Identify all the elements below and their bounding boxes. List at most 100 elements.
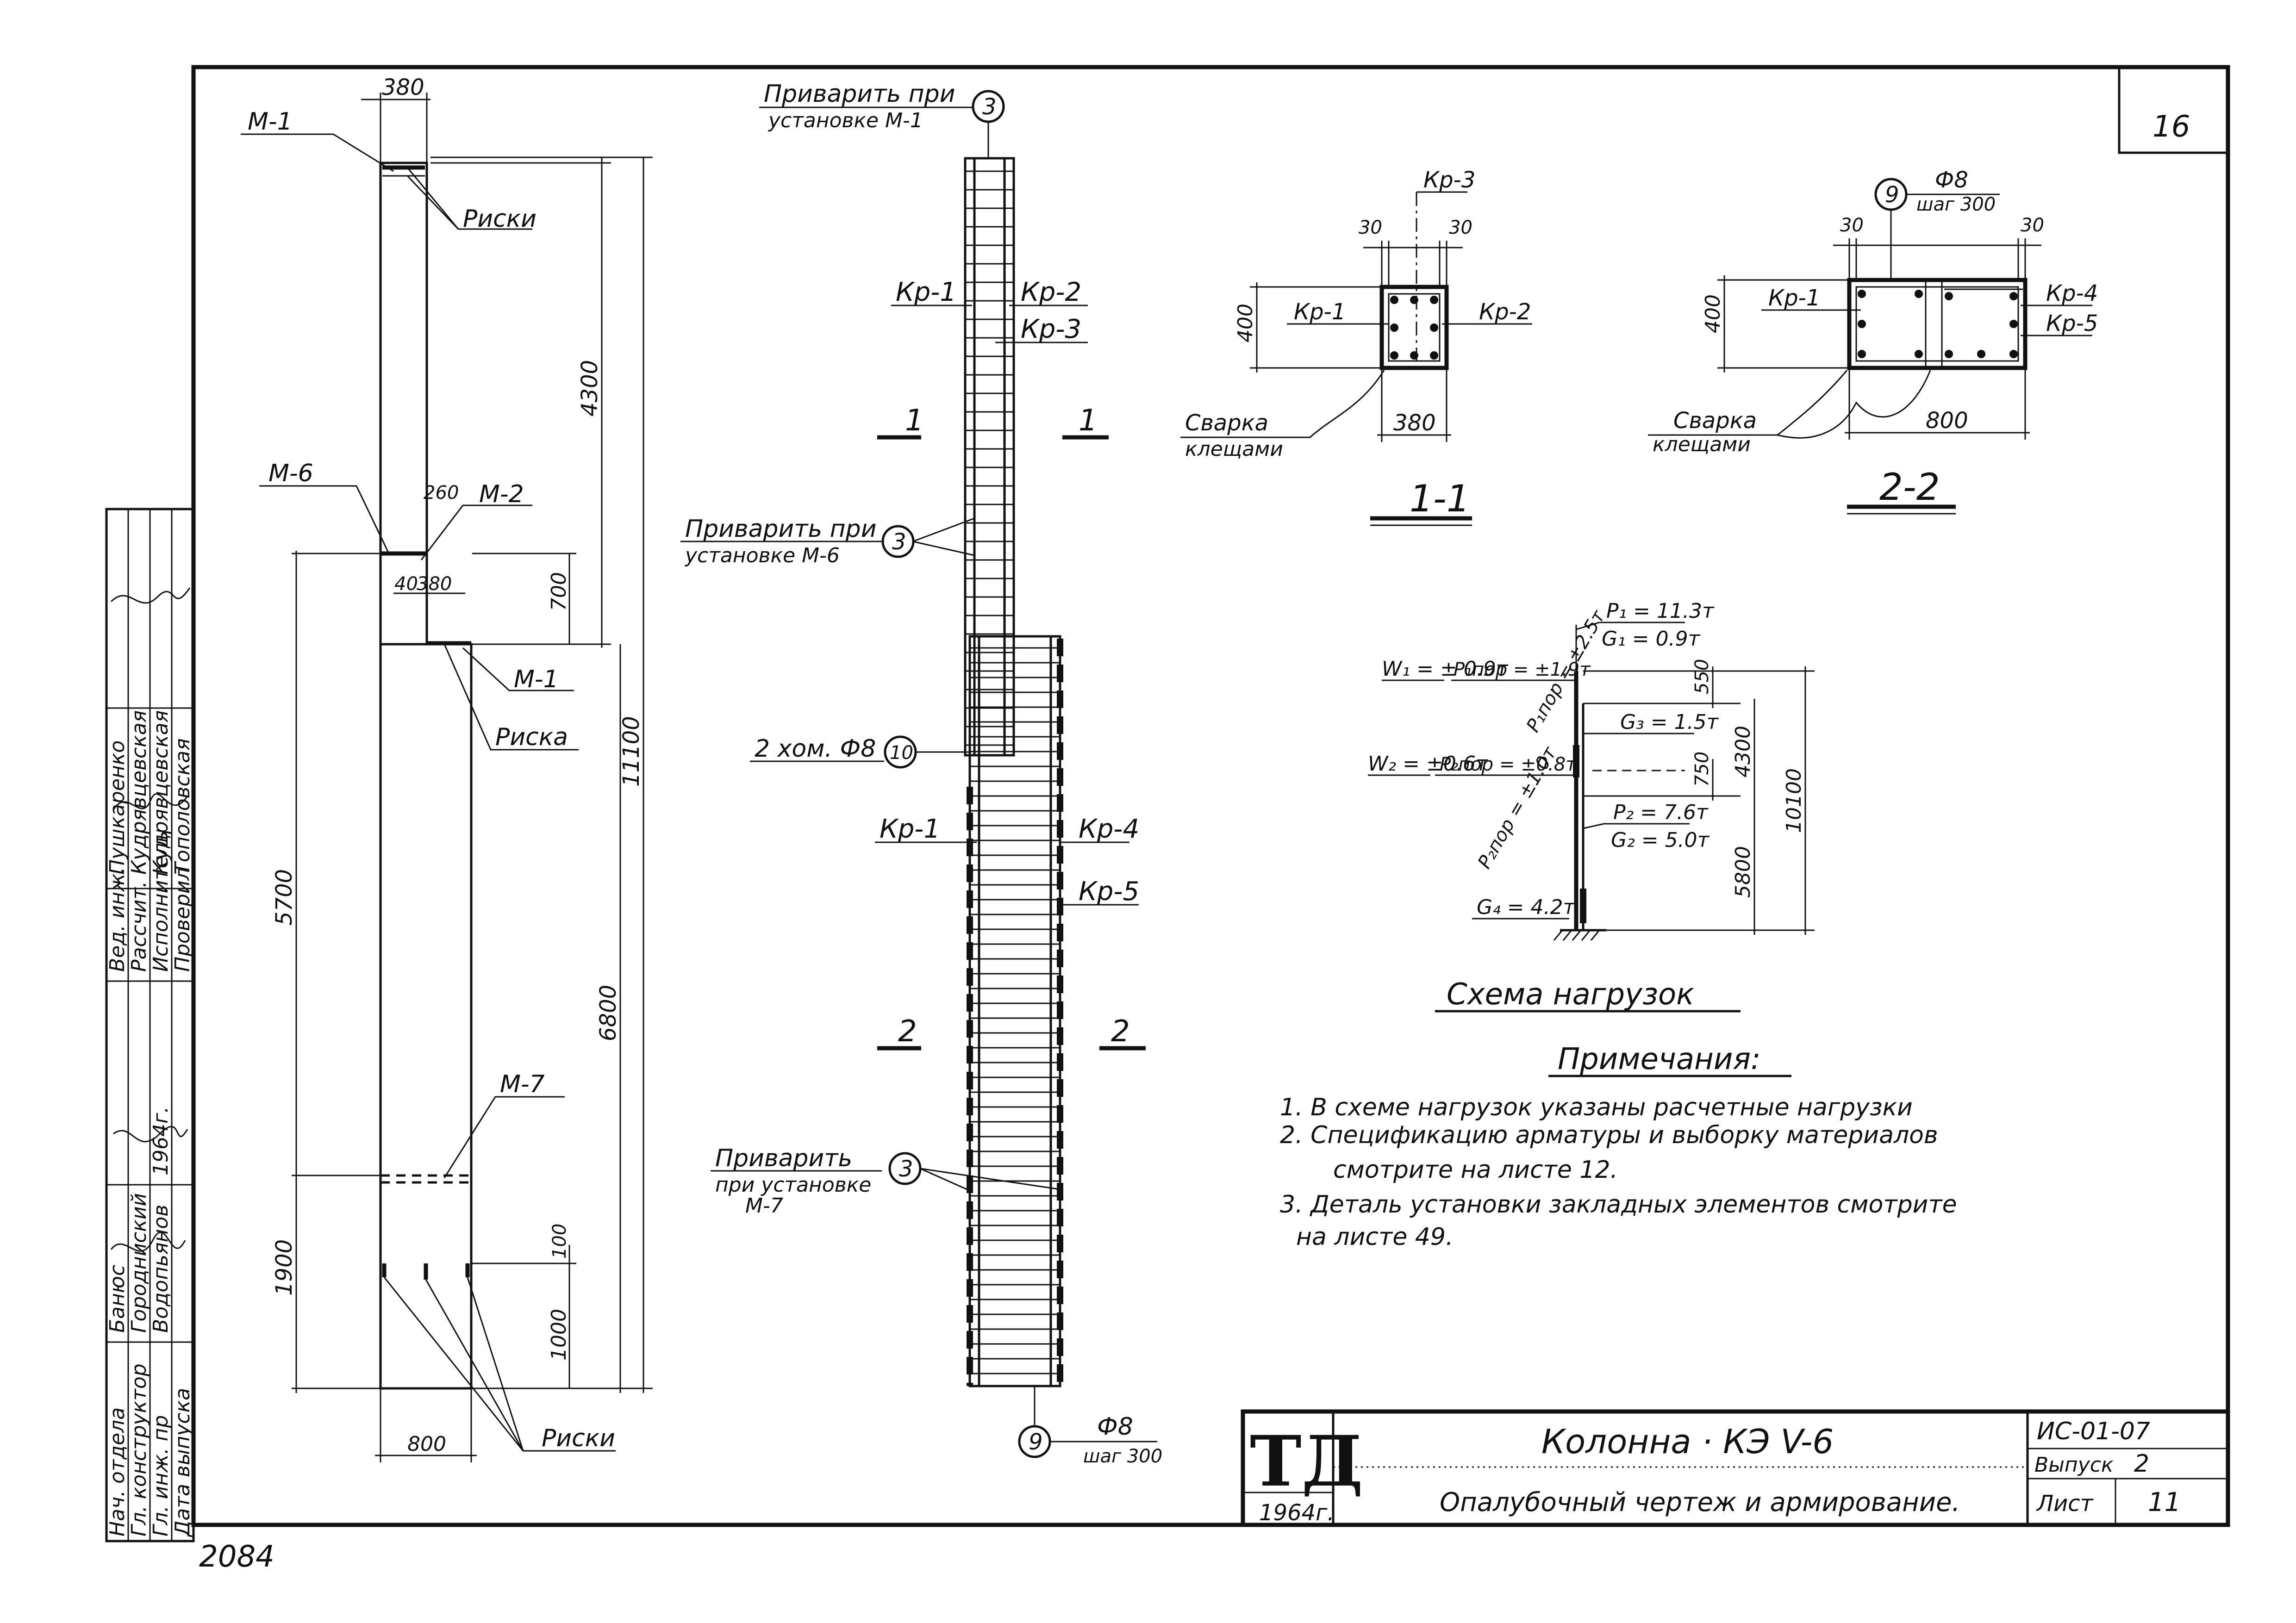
weld-m6-line1: Приварить при [685,515,877,543]
dim-top-width: 380 [382,75,424,100]
bottom-bar-dia: Ф8 [1097,1413,1133,1441]
label-m6: М-6 [268,460,313,487]
kr5: Кр-5 [1079,877,1139,907]
label-m2: М-2 [479,480,524,508]
load-d-550: 550 [1691,659,1713,694]
stamp-role-1: Нач. отдела [106,1407,129,1536]
stamp-role2-1: Вед. инж. [106,867,129,972]
sec2-weld-line2: клещами [1653,433,1751,456]
sheet-value: 11 [2148,1487,2181,1517]
rebar-dot [1858,350,1866,358]
section-1-left: 1 [905,404,924,438]
dim-5700: 5700 [271,869,297,926]
stamp-name2-3: Кудрявцевская [149,710,173,875]
kr1-top: Кр-1 [896,277,956,307]
load-g4: G₄ = 4.2т [1477,895,1576,919]
load-d-750: 750 [1691,752,1713,787]
doc-code: ИС-01-07 [2037,1418,2150,1445]
bar-3-mid: 3 [892,529,906,555]
sec2-cover-right: 30 [2021,215,2044,236]
rebar-dot [1858,320,1866,328]
rebar-dot [1915,350,1923,358]
weld-m7-line3: М-7 [745,1194,783,1218]
sec2-width: 800 [1926,408,1968,434]
kr4: Кр-4 [1079,814,1139,844]
sec1-kr2: Кр-2 [1479,299,1531,325]
sheet-frame [191,65,2230,1527]
dim-11100: 11100 [618,716,644,787]
rebar-dot [1977,350,1985,358]
note-3: 3. Деталь установки закладных элементов … [1280,1191,1957,1219]
notes-title: Примечания: [1558,1042,1761,1076]
sec2-cover-left: 30 [1840,215,1864,236]
bar-9: 9 [1029,1429,1043,1455]
weld-m7-line1: Приварить [715,1144,852,1172]
rebar-dot [1915,290,1923,298]
rebar-dot [1430,296,1438,304]
section-2-2: 9 Ф8 шаг 300 Кр-1 Кр-4 Кр-5 30 30 400 80… [1648,167,2098,515]
sec1-width: 380 [1393,410,1436,436]
stamp-name2-1: Пушкаренко [106,740,129,875]
note-3-cont: на листе 49. [1296,1223,1454,1251]
sec1-cover-left: 30 [1359,217,1382,238]
load-d-10100: 10100 [1782,768,1806,833]
logo: ТД [1250,1421,1363,1502]
stamp-role-3: Гл. инж. пр [149,1415,173,1536]
dim-4300: 4300 [577,360,603,417]
stamp-date: 1964г. [149,1107,173,1175]
label-m7: М-7 [500,1070,545,1098]
bar-10: 10 [890,742,913,764]
clamps-label: 2 хом. Ф8 [755,735,876,763]
dim-100: 100 [549,1224,570,1259]
page-stamp-number: 2084 [199,1540,275,1574]
sec2-kr4: Кр-4 [2046,280,2098,306]
load-w2: W₂ = ±0.6т [1368,752,1488,776]
load-d-4300: 4300 [1731,726,1755,777]
logo-year: 1964г. [1259,1500,1335,1526]
note-1: 1. В схеме нагрузок указаны расчетные на… [1280,1094,1913,1121]
sec1-cover-right: 30 [1449,217,1472,238]
load-scheme-title: Схема нагрузок [1447,977,1694,1012]
weld-m1-line1: Приварить при [764,80,955,108]
signatures [110,587,191,1252]
rebar-dot [1430,323,1438,332]
sec2-height: 400 [1701,294,1725,333]
weld-m7-line2: при установке [715,1173,871,1197]
bottom-bar-step: шаг 300 [1083,1446,1162,1467]
rebar-dot [1390,323,1398,332]
dim-700: 700 [547,572,571,611]
stamp-name-2: Городниский [127,1193,151,1333]
section-2-right: 2 [1111,1014,1130,1049]
sheet-label: Лист [2036,1491,2094,1517]
title-block: ТД 1964г. Колонна · КЭ V-6 Опалубочный ч… [1241,1409,2230,1527]
rebar-dot [1858,290,1866,298]
column-elevation: 380 4300 11100 6800 700 1000 100 5700 19… [241,75,653,1462]
sec2-weld-line1: Сварка [1673,408,1757,434]
dim-6800: 6800 [595,985,621,1041]
rebar-dot [2009,320,2018,328]
stamp-name2-4: Тополовская [171,738,194,875]
load-scheme: P₁ = 11.3т G₁ = 0.9т W₁ = ± 0.9т P₁пор =… [1368,599,1815,1013]
dim-260: 260 [424,482,459,504]
issue-value: 2 [2134,1450,2149,1478]
sec1-title: 1-1 [1410,477,1470,520]
load-g1: G₁ = 0.9т [1602,627,1701,651]
corner-sheet-box [2118,66,2229,154]
corner-sheet-number: 16 [2152,110,2190,144]
rebar-dot [1430,351,1438,360]
title-line2: Опалубочный чертеж и армирование. [1440,1487,1960,1517]
dim-40: 40 [394,573,418,595]
note-2: 2. Спецификацию арматуры и выборку матер… [1280,1121,1938,1149]
label-m1-top: М-1 [248,108,293,136]
stamp-role2-4: Проверил [171,867,194,972]
load-p1: P₁ = 11.3т [1606,599,1715,623]
stamp-role2-2: Рассчит. [127,881,151,972]
rebar-dot [1390,296,1398,304]
label-riski-bottom: Риски [542,1424,615,1452]
load-ptop1: P₁пор = ±1.9т [1454,659,1591,680]
label-m1-mid: М-1 [514,665,559,693]
kr2: Кр-2 [1021,277,1081,307]
dim-bottom-width: 800 [407,1432,446,1456]
side-stamp: Нач. отдела Банюс Гл. конструктор Городн… [105,508,195,1542]
